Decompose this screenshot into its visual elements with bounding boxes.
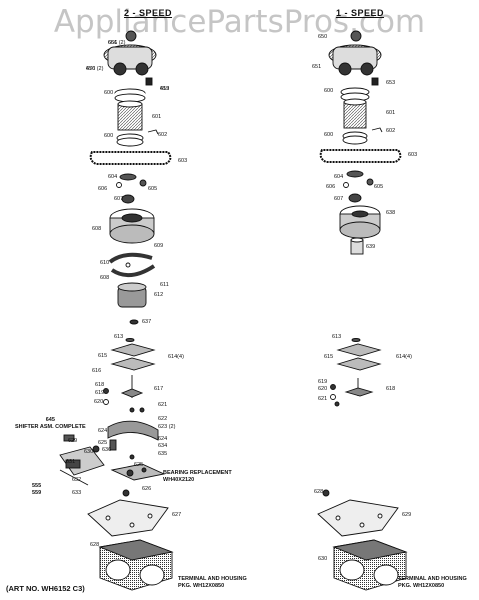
callout-616: 616 bbox=[92, 368, 101, 374]
callout-650: 650 bbox=[318, 34, 327, 40]
motor-left bbox=[98, 539, 174, 591]
callout-628: 628 bbox=[314, 489, 323, 495]
shifter-parts-caption: 555 559 bbox=[32, 483, 42, 496]
callout-613: 613 bbox=[332, 334, 341, 340]
callout-603: 603 bbox=[178, 158, 187, 164]
callout-653: 653 bbox=[160, 86, 169, 92]
callout-607: 607 bbox=[334, 196, 343, 202]
callout-603: 603 bbox=[408, 152, 417, 158]
callout-605: 605 bbox=[374, 184, 383, 190]
callout-633: 633 bbox=[72, 490, 81, 496]
shifter-assembly bbox=[59, 434, 105, 486]
callout-637: 637 bbox=[142, 319, 151, 325]
callout-630: 630 bbox=[84, 449, 93, 455]
callout-601: 601 bbox=[152, 114, 161, 120]
callout-628: 628 bbox=[90, 542, 99, 548]
callout-629: 629 bbox=[68, 438, 77, 444]
two-speed-title: 2 - SPEED bbox=[124, 8, 173, 18]
callout-630: 630 bbox=[318, 556, 327, 562]
callout-620: 620 bbox=[94, 399, 103, 405]
callout-610: 610 bbox=[100, 260, 109, 266]
callout-627: 627 bbox=[172, 512, 181, 518]
callout-6232: 623 (2) bbox=[158, 424, 176, 430]
callout-606: 606 bbox=[98, 186, 107, 192]
terminal-caption-left: TERMINAL AND HOUSING PKG. WH12X0850 bbox=[178, 576, 247, 589]
motor-right bbox=[332, 539, 408, 591]
callout-602: 602 bbox=[158, 132, 167, 138]
pump-assembly-left bbox=[103, 30, 157, 86]
callout-604: 604 bbox=[108, 174, 117, 180]
left-column-parts bbox=[59, 30, 174, 591]
callout-606: 606 bbox=[326, 184, 335, 190]
callout-607: 607 bbox=[114, 196, 123, 202]
shifter-caption: 645 SHIFTER ASM. COMPLETE bbox=[15, 417, 86, 430]
callout-621: 621 bbox=[158, 402, 167, 408]
pump-assembly-right bbox=[328, 30, 382, 86]
callout-624: 624 bbox=[158, 436, 167, 442]
callout-608: 608 bbox=[100, 275, 109, 281]
callout-635: 635 bbox=[158, 451, 167, 457]
callout-611: 611 bbox=[160, 282, 169, 288]
callout-620: 620 bbox=[318, 386, 327, 392]
callout-419: 419 bbox=[160, 86, 169, 92]
art-number: (ART NO. WH6152 C3) bbox=[6, 584, 85, 593]
callout-638: 638 bbox=[386, 210, 395, 216]
callout-651: 651 bbox=[108, 40, 117, 46]
callout-626: 626 bbox=[142, 486, 151, 492]
callout-653: 653 bbox=[386, 80, 395, 86]
callout-600: 600 bbox=[324, 132, 333, 138]
callout-6144: 614(4) bbox=[168, 354, 184, 360]
callout-601: 601 bbox=[386, 110, 395, 116]
left-callout-labels: 650 651 653 600 601 602 600 603 604 605 606 607 608 6… bbox=[66, 40, 187, 548]
callout-613: 613 bbox=[114, 334, 123, 340]
callout-619: 619 bbox=[318, 379, 327, 385]
callout-636: 636 bbox=[102, 447, 111, 453]
terminal-caption-right: TERMINAL AND HOUSING PKG. WH12X0850 bbox=[398, 576, 467, 589]
bearing-caption: BEARING REPLACEMENT WH40X2120 bbox=[163, 470, 232, 483]
right-column-parts bbox=[317, 30, 408, 591]
callout-631: 631 bbox=[66, 459, 75, 465]
callout-625: 625 bbox=[98, 440, 107, 446]
callout-600: 600 bbox=[104, 90, 113, 96]
callout-6662: 666 (2) bbox=[108, 40, 126, 46]
callout-615: 615 bbox=[324, 354, 333, 360]
callout-600: 600 bbox=[104, 133, 113, 139]
callout-618: 618 bbox=[95, 382, 104, 388]
callout-624: 624 bbox=[98, 428, 107, 434]
callout-622: 622 bbox=[158, 416, 167, 422]
one-speed-title: 1 - SPEED bbox=[336, 8, 385, 18]
callout-629: 629 bbox=[402, 512, 411, 518]
callout-625: 625 bbox=[134, 462, 143, 468]
callout-602: 602 bbox=[386, 128, 395, 134]
callout-650: 650 bbox=[86, 66, 95, 72]
callout-632: 632 bbox=[72, 477, 81, 483]
callout-604: 604 bbox=[334, 174, 343, 180]
callout-6144: 614(4) bbox=[396, 354, 412, 360]
callout-605: 605 bbox=[148, 186, 157, 192]
callout-600: 600 bbox=[324, 88, 333, 94]
callout-4762: 476 (2) bbox=[86, 66, 104, 72]
callout-615: 615 bbox=[98, 353, 107, 359]
callout-617: 617 bbox=[154, 386, 163, 392]
callout-634: 634 bbox=[158, 443, 167, 449]
callout-618: 618 bbox=[386, 386, 395, 392]
callout-608: 608 bbox=[92, 226, 101, 232]
right-callout-labels: 650 651 653 600 601 602 600 603 604 605 606 607 638 6… bbox=[312, 34, 417, 562]
callout-639: 639 bbox=[366, 244, 375, 250]
callout-612: 612 bbox=[154, 292, 163, 298]
callout-651: 651 bbox=[312, 64, 321, 70]
callout-621: 621 bbox=[318, 396, 327, 402]
callout-619: 619 bbox=[95, 390, 104, 396]
callout-609: 609 bbox=[154, 243, 163, 249]
